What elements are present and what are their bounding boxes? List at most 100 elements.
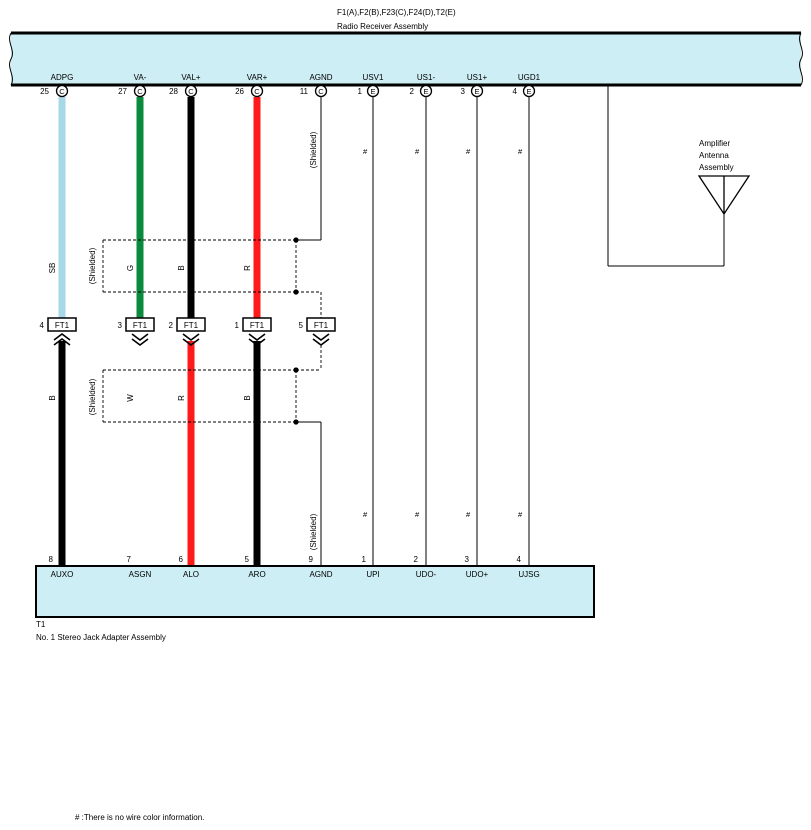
jack-pin-num-3: 5 <box>245 555 250 564</box>
ft1-pin2: 2 FT1 <box>169 317 206 346</box>
upper-shield <box>102 239 322 318</box>
receiver-pin-name-4: AGND <box>309 73 332 82</box>
splice-lower-1 <box>293 367 299 373</box>
receiver-pin-name-8: UGD1 <box>518 73 541 82</box>
receiver-pin-name-3: VAR+ <box>247 73 268 82</box>
jack-pin-num-4: 9 <box>309 555 314 564</box>
lower-shield <box>102 345 322 423</box>
shielded-label-upper-agnd: (Shielded) <box>309 131 318 168</box>
jack-code: T1 <box>36 620 46 629</box>
receiver-pin-num-3: 26 <box>235 87 244 96</box>
receiver-pin-num-1: 27 <box>118 87 127 96</box>
receiver-pin-name-0: ADPG <box>51 73 74 82</box>
receiver-pin-name-2: VAL+ <box>181 73 201 82</box>
receiver-pin-name-7: US1+ <box>467 73 488 82</box>
terminal-c-11-letter: C <box>318 87 324 96</box>
no-color-mark-lower-1: # <box>415 510 420 519</box>
receiver-left-break <box>9 32 13 86</box>
jack-pin-name-7: UDO+ <box>466 570 489 579</box>
terminal-e-4-letter: E <box>526 87 531 96</box>
wire-color-upper-2: B <box>177 265 186 270</box>
ft1-pin5: 5 FT1 <box>299 317 336 346</box>
antenna-label-1: Amplifier <box>699 139 730 148</box>
jack-pin-num-8: 4 <box>517 555 522 564</box>
terminal-e-4 <box>522 84 536 98</box>
ft1-pin1-label: FT1 <box>250 321 265 330</box>
wire-color-lower-1: W <box>126 394 135 402</box>
ft1-pin5-label: FT1 <box>314 321 329 330</box>
terminal-e-2-letter: E <box>423 87 428 96</box>
footnote: # :There is no wire color information. <box>75 813 204 822</box>
no-color-mark-upper-0: # <box>363 147 368 156</box>
jack-pin-num-2: 6 <box>179 555 184 564</box>
terminal-e-3-letter: E <box>474 87 479 96</box>
shielded-label-lower-group: (Shielded) <box>88 378 97 415</box>
terminal-e-3 <box>470 84 484 98</box>
terminal-c-28-letter: C <box>188 87 194 96</box>
radio-receiver-box <box>11 33 801 85</box>
wire-color-upper-3: R <box>243 265 252 271</box>
terminal-e-1-letter: E <box>370 87 375 96</box>
terminal-c-11 <box>314 84 328 98</box>
jack-pin-name-4: AGND <box>309 570 332 579</box>
terminal-c-27-letter: C <box>137 87 143 96</box>
antenna-label-3: Assembly <box>699 163 734 172</box>
receiver-pin-num-6: 2 <box>410 87 415 96</box>
terminal-c-26 <box>250 84 264 98</box>
no-color-mark-upper-1: # <box>415 147 420 156</box>
wire-color-lower-2: R <box>177 395 186 401</box>
ft1-pin3-num: 3 <box>118 321 123 330</box>
terminal-c-25-letter: C <box>59 87 65 96</box>
terminal-e-2 <box>419 84 433 98</box>
jack-pin-num-7: 3 <box>465 555 470 564</box>
wire-color-lower-0: B <box>48 395 57 400</box>
terminal-c-27 <box>133 84 147 98</box>
shielded-label-upper-group: (Shielded) <box>88 247 97 284</box>
jack-pin-name-2: ALO <box>183 570 199 579</box>
splice-upper-2 <box>293 289 299 295</box>
ft1-pin1: 1 FT1 <box>235 317 272 346</box>
terminal-c-25 <box>55 84 69 98</box>
splice-lower-2 <box>293 419 299 425</box>
ft1-pin2-num: 2 <box>169 321 174 330</box>
no-color-mark-lower-0: # <box>363 510 368 519</box>
terminal-e-1 <box>366 84 380 98</box>
ft1-pin1-num: 1 <box>235 321 240 330</box>
antenna-icon <box>697 175 751 216</box>
jack-title: No. 1 Stereo Jack Adapter Assembly <box>36 633 166 642</box>
wire-color-upper-1: G <box>126 265 135 271</box>
receiver-pin-num-5: 1 <box>358 87 363 96</box>
jack-pin-name-1: ASGN <box>129 570 152 579</box>
shielded-label-lower-agnd: (Shielded) <box>309 513 318 550</box>
terminal-c-28 <box>184 84 198 98</box>
jack-pin-name-8: UJSG <box>518 570 539 579</box>
ft1-pin2-label: FT1 <box>184 321 199 330</box>
jack-pin-num-1: 7 <box>127 555 132 564</box>
jack-adapter-box <box>35 565 595 618</box>
antenna-label-2: Antenna <box>699 151 729 160</box>
receiver-pin-name-6: US1- <box>417 73 436 82</box>
ft1-pin4-num: 4 <box>40 321 45 330</box>
ft1-pin4-label: FT1 <box>55 321 70 330</box>
jack-pin-num-5: 1 <box>362 555 367 564</box>
jack-pin-num-0: 8 <box>49 555 54 564</box>
no-color-mark-lower-3: # <box>518 510 523 519</box>
terminal-c-26-letter: C <box>254 87 260 96</box>
receiver-pin-num-2: 28 <box>169 87 178 96</box>
receiver-pin-num-7: 3 <box>461 87 466 96</box>
jack-pin-name-0: AUXO <box>51 570 74 579</box>
wire-color-lower-3: B <box>243 395 252 400</box>
receiver-right-break <box>799 32 803 86</box>
no-color-mark-upper-3: # <box>518 147 523 156</box>
connector-codes: F1(A),F2(B),F23(C),F24(D),T2(E) <box>337 8 456 17</box>
antenna-assembly: Amplifier Antenna Assembly <box>607 85 751 267</box>
splice-upper-1 <box>293 237 299 243</box>
receiver-pin-num-8: 4 <box>513 87 518 96</box>
no-color-mark-upper-2: # <box>466 147 471 156</box>
receiver-pin-num-4: 11 <box>300 87 309 96</box>
receiver-pin-num-0: 25 <box>40 87 49 96</box>
no-color-mark-lower-2: # <box>466 510 471 519</box>
jack-pin-num-6: 2 <box>414 555 419 564</box>
receiver-terminals: C C C C C E E E E <box>55 84 536 98</box>
